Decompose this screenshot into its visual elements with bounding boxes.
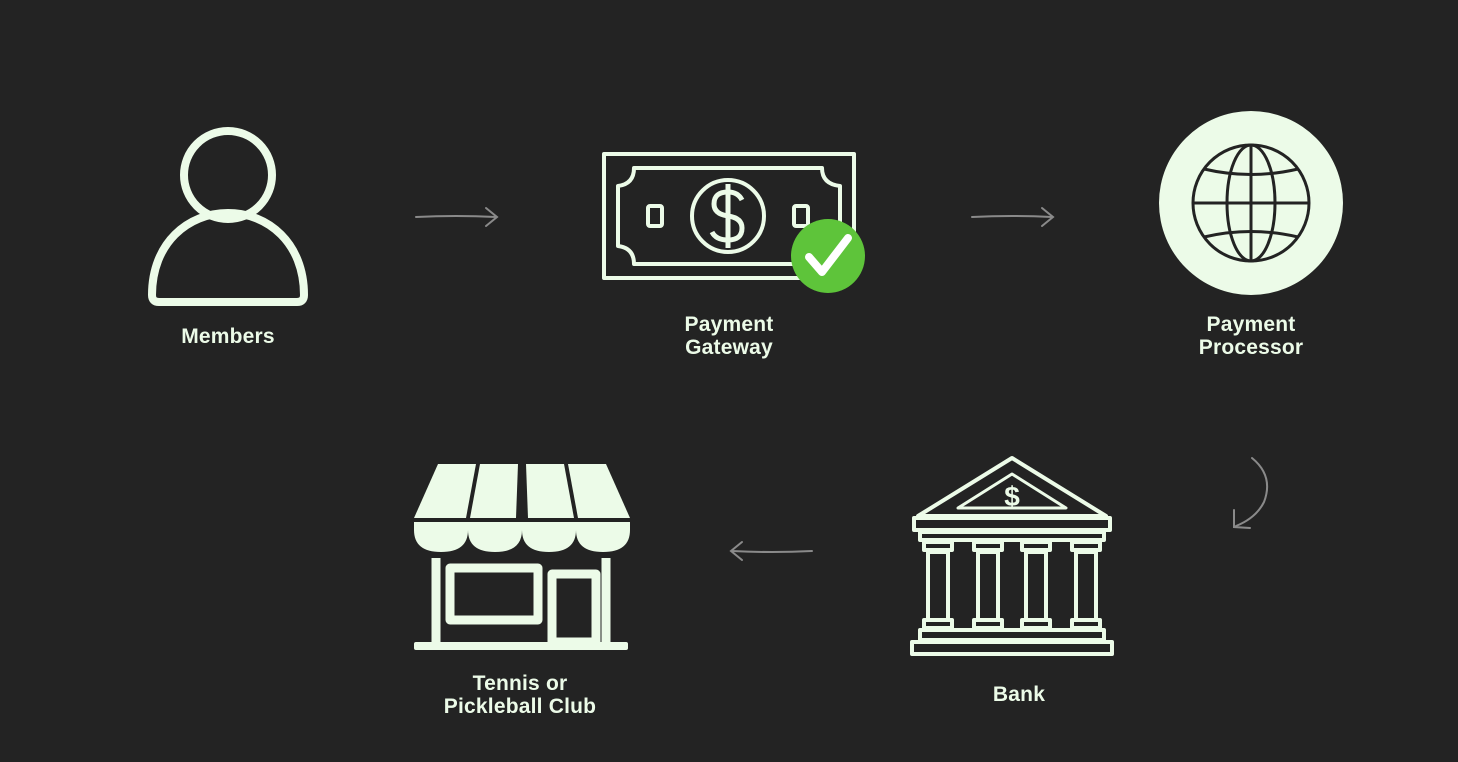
club-label: Tennis or Pickleball Club xyxy=(443,672,597,718)
arrow-processor-to-bank xyxy=(1233,457,1268,529)
check-badge-icon xyxy=(791,219,865,293)
payment-gateway-label: Payment Gateway xyxy=(684,313,774,359)
storefront-icon xyxy=(414,464,630,650)
arrow-gateway-to-processor xyxy=(971,207,1055,227)
bank-label: Bank xyxy=(992,683,1046,706)
members-label: Members xyxy=(181,325,275,348)
payment-processor-label: Payment Processor xyxy=(1198,313,1304,359)
globe-icon xyxy=(1159,111,1343,295)
arrow-bank-to-club xyxy=(729,541,813,561)
person-icon xyxy=(148,127,308,306)
bank-building-icon: $ xyxy=(910,456,1114,656)
arrow-members-to-gateway xyxy=(415,207,499,227)
svg-text:$: $ xyxy=(1004,481,1020,512)
